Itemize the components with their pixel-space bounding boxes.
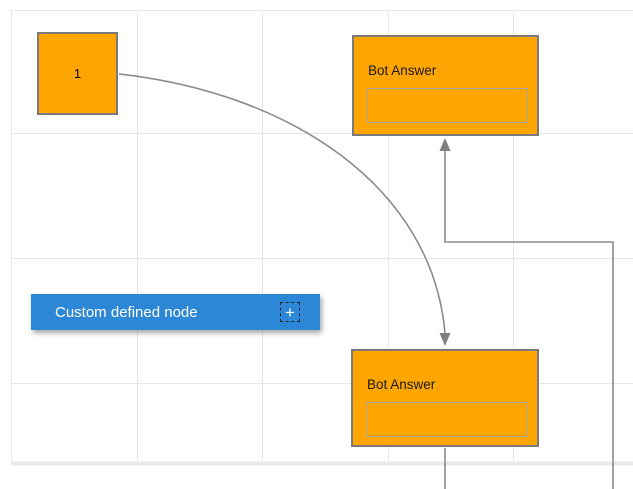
plus-icon: + xyxy=(285,302,295,322)
add-port[interactable]: + xyxy=(280,302,300,322)
node-bot-answer-top[interactable]: Bot Answer xyxy=(352,35,539,136)
bot-answer-input[interactable] xyxy=(367,88,528,123)
bot-answer-title: Bot Answer xyxy=(367,377,436,392)
bot-answer-input[interactable] xyxy=(366,402,527,437)
node-bot-answer-bottom[interactable]: Bot Answer xyxy=(351,349,539,447)
bot-answer-title: Bot Answer xyxy=(368,63,437,78)
node-source[interactable]: 1 xyxy=(37,32,118,115)
custom-node-label: Custom defined node xyxy=(55,303,198,321)
node-custom-defined[interactable]: Custom defined node + xyxy=(31,294,320,330)
arrowhead-down-icon xyxy=(439,333,451,346)
arrowhead-up-icon xyxy=(439,138,451,151)
grid xyxy=(11,10,633,466)
connector-orthogonal[interactable] xyxy=(439,138,614,489)
connector-curved[interactable] xyxy=(118,73,451,346)
node-source-label: 1 xyxy=(73,66,82,81)
